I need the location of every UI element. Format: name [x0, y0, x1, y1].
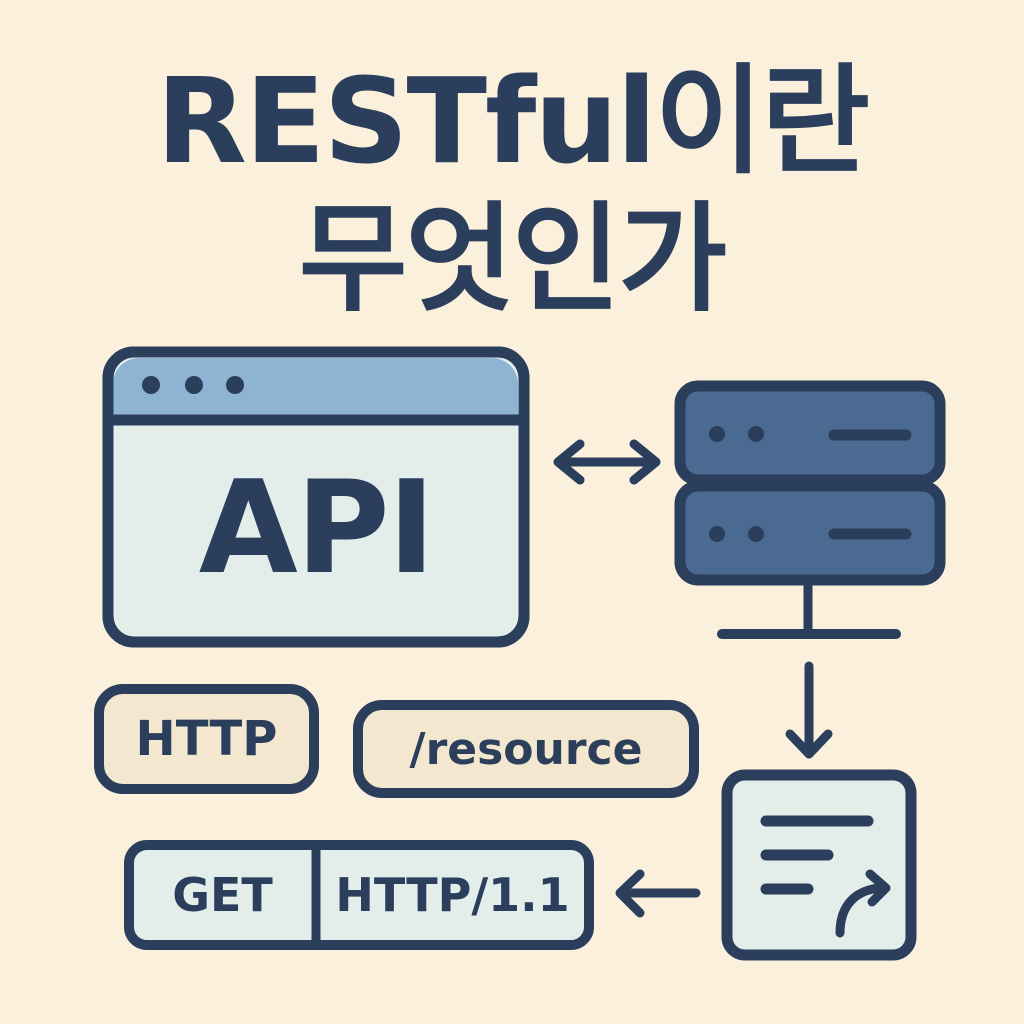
document-icon [721, 769, 917, 961]
http-tag-label: HTTP [135, 711, 278, 767]
down-arrow-icon [785, 661, 833, 759]
resource-tag-box [353, 700, 699, 798]
http-version-label: HTTP/1.1 [335, 868, 570, 922]
browser-window-icon [102, 346, 530, 648]
window-dot-icon [185, 376, 203, 394]
api-label: API [198, 453, 436, 603]
request-line-box [124, 840, 594, 950]
bidirectional-arrow-icon [553, 439, 661, 485]
title-line-1: RESTful이란 [156, 52, 870, 190]
left-arrow-icon [615, 869, 701, 918]
title-line-2: 무엇인가 [298, 190, 727, 328]
method-label: GET [172, 868, 273, 922]
http-tag-box [94, 684, 319, 794]
resource-tag-label: /resource [409, 723, 643, 775]
window-dot-icon [142, 376, 160, 394]
window-dot-icon [226, 376, 244, 394]
redirect-arrow-icon [835, 883, 885, 938]
server-icon [674, 380, 946, 639]
